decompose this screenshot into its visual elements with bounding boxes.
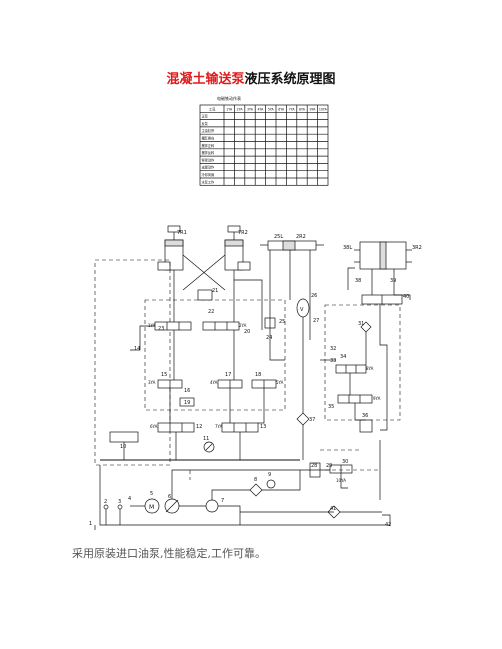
component-number: 41 [330,506,336,512]
component-number: 29 [326,463,332,469]
solenoid-label: 7YA [215,424,223,429]
gauges-and-accumulators: V M [103,298,310,514]
component-number: 39 [390,278,396,284]
solenoid-label: 6YA [150,424,158,429]
component-number: 23 [158,326,164,332]
swing-cylinder-label-left: 25L [274,234,283,240]
component-number: 6 [168,494,171,500]
table-column-header: 10YA [319,107,328,111]
solenoid-label: 10YA [336,478,346,483]
table-column-header: 工况 [209,107,216,111]
table-column-header: 9YA [309,107,316,111]
mixer-label-right: 3R2 [412,245,422,251]
table-row-label: 反泵 [202,121,209,126]
component-number: 26 [311,293,317,299]
component-number: 2 [104,499,107,505]
component-number: 36 [362,413,368,419]
component-number: 14 [134,346,140,352]
component-number: 20 [244,329,250,335]
page-title-rest: 液压系统原理图 [244,72,336,87]
pipelines [94,250,411,530]
component-number: 21 [212,288,218,294]
table-column-header: 4YA [257,107,264,111]
table-row-label: 搅拌反转 [202,150,216,155]
component-number: 10 [120,444,126,450]
component-number: 8 [254,477,257,483]
table-row-label: 支腿动作 [202,165,216,170]
component-number: 35 [328,404,334,410]
page-title: 混凝土输送泵液压系统原理图 [0,68,502,87]
component-number: 30 [342,459,348,465]
component-number: 5 [150,491,153,497]
component-number: 22 [208,309,214,315]
solenoid-label: 2YA [239,323,247,328]
motor-label: M [149,504,154,511]
solenoid-label: 9YA [373,396,381,401]
table-column-header: 2YA [237,107,244,111]
component-number: 9 [268,472,271,478]
component-number: 37 [309,417,315,423]
component-number: 16 [184,388,190,394]
table-column-header: 7YA [289,107,296,111]
table-column-header: 1YA [226,107,233,111]
table-column-header: 8YA [299,107,306,111]
mixer-label-left: 38L [343,245,352,251]
table-row-label: 搅拌正转 [202,143,216,148]
component-number: 38 [355,278,361,284]
table-frame [199,104,329,186]
table-column-header: 6YA [278,107,285,111]
component-number: 28 [311,463,317,469]
caption: 采用原装进口油泵,性能稳定,工作可靠。 [72,547,266,560]
component-number: 24 [266,335,272,341]
cylinder-label-right: 7R2 [238,230,248,236]
component-number: 3 [118,499,121,505]
component-number: 33 [330,358,336,364]
table-column-header: 5YA [268,107,275,111]
solenoid-label: 1YA [148,323,156,328]
table-row-label: 摆缸换向 [202,136,215,141]
table-row-label: 臂架动作 [202,157,216,162]
component-number: 40 [403,294,409,300]
cylinder-label-left: 7R1 [177,230,187,236]
component-number: 32 [330,346,336,352]
swing-cylinder: 25L 2R2 [260,234,324,318]
mixer-cylinders: 38L 3R2 [343,241,422,305]
main-cylinders: 7R1 7R2 [157,225,251,330]
accumulator-gauge-label: V [300,307,304,313]
page-title-highlight: 混凝土输送泵 [166,72,245,87]
solenoid-labels: 1YA 2YA 3YA 4YA 5YA 6YA 7YA 8YA 9YA 10YA [148,323,381,483]
component-number: 1 [89,521,92,527]
component-number: 13 [260,424,266,430]
swing-cylinder-label-right: 2R2 [296,234,306,240]
component-number: 15 [161,372,167,378]
component-number: 34 [340,354,346,360]
table-row-label: 水泵工作 [202,179,216,184]
component-number: 31 [358,321,364,327]
component-number: 19 [184,400,190,406]
table-row-label: 冷却风扇 [202,172,215,177]
component-number: 12 [196,424,202,430]
table-row-label: 主油缸停 [202,128,216,133]
component-number: 11 [203,436,209,442]
component-numbers: 1 2 3 4 5 6 7 8 9 10 11 12 13 14 15 16 1… [89,278,409,528]
table-column-header: 3YA [247,107,254,111]
component-number: 4 [128,496,131,502]
table-heading: 电磁铁动作表 [217,95,241,101]
component-number: 17 [225,372,231,378]
component-number: 27 [313,318,319,324]
component-number: 25 [279,319,285,325]
table-row-label: 正泵 [202,114,209,119]
component-number: 7 [221,498,224,504]
solenoid-label: 8YA [366,366,374,371]
solenoid-label: 5YA [276,380,284,385]
solenoid-label: 4YA [210,380,218,385]
component-number: 18 [255,372,261,378]
solenoid-label: 3YA [148,380,156,385]
component-number: 42 [385,522,391,528]
